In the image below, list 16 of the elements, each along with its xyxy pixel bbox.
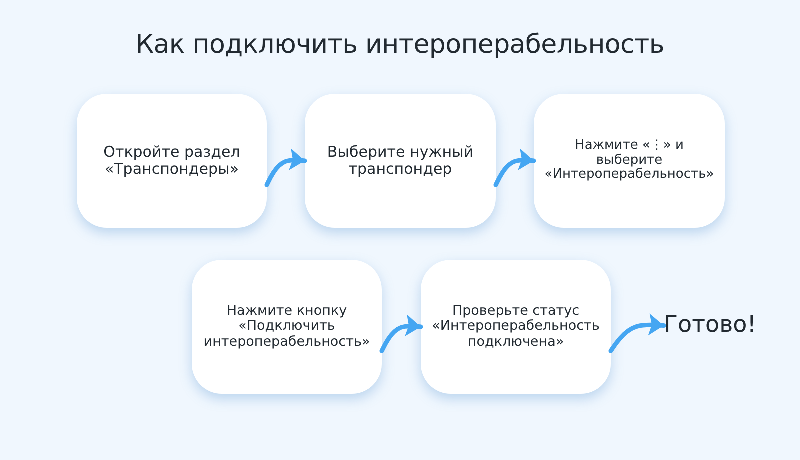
step-text: Нажмите кнопку «Подключить интероперабельность»	[202, 304, 372, 350]
step-card	[305, 94, 496, 228]
curved-arrow	[494, 148, 536, 188]
step-card	[77, 94, 267, 228]
diagram-title: Как подключить интероперабельность	[134, 30, 666, 60]
step-card	[192, 260, 382, 394]
result-text: Готово!	[664, 312, 756, 340]
curved-arrow	[380, 314, 424, 354]
curved-arrow	[608, 314, 666, 354]
curved-arrow	[264, 148, 308, 188]
step-text: Откройте раздел «Транспондеры»	[102, 144, 242, 178]
step-card	[421, 260, 611, 394]
step-text: Выберите нужный транспондер	[326, 144, 475, 178]
step-card	[534, 94, 725, 228]
step-text: Проверьте статус «Интероперабельность подключена»	[431, 304, 601, 350]
step-text: Нажмите «⋮» и выберите «Интероперабельность»	[544, 139, 716, 183]
